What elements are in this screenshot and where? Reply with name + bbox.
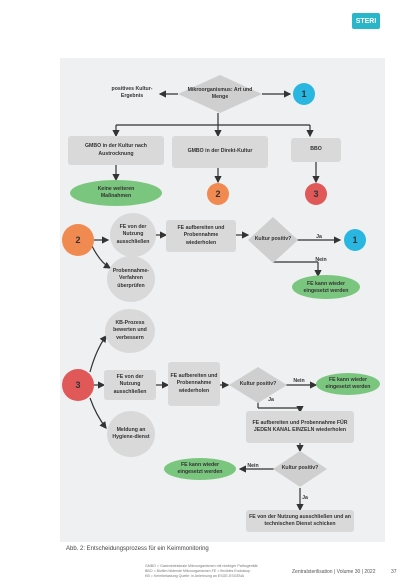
page-number: 37	[391, 569, 397, 575]
fe-remove-2: FE von der Nutzung ausschließen	[113, 374, 147, 395]
culture-positive-1: Kultur positiv?	[254, 236, 292, 243]
journal-footer: Zentralsterilisation | Volume 30 | 2022	[292, 569, 376, 575]
fe-reuse-1: FE kann wieder eingesetzt werden	[303, 280, 349, 294]
connector-1-top: 1	[301, 88, 307, 99]
figure-caption: Abb. 2: Entscheidungsprozess für ein Kei…	[66, 546, 209, 552]
report-hygiene: Meldung an Hygiene-dienst	[112, 426, 150, 440]
fe-remove-final: FE von der Nutzung ausschließen und an t…	[249, 513, 351, 527]
prepare-repeat-1: FE aufbereiten und Probennahme wiederhol…	[177, 225, 225, 246]
fe-reuse-2: FE kann wieder eingesetzt werden	[325, 376, 371, 390]
no-label-2: Nein	[293, 378, 305, 385]
prepare-repeat-2: FE aufbereiten und Probennahme wiederhol…	[170, 373, 218, 394]
connector-2-section: 2	[75, 234, 81, 245]
connector-1-return: 1	[352, 234, 358, 245]
check-sampling: Probennahme-Verfahren überprüfen	[112, 268, 150, 289]
prepare-each-channel: FE aufbereiten und Probennahme FÜR JEDEN…	[252, 419, 348, 433]
kb-process: KB-Prozess bewerten und verbessern	[113, 320, 147, 341]
connector-3-section: 3	[75, 379, 81, 390]
footnote-line-2: BBO = Biofilm bildende Mikroorganismen F…	[145, 569, 251, 573]
yes-label-3: Ja	[302, 495, 308, 502]
footnote-line-1: GMBO = Gastrointestinale Mikroorganismen…	[145, 564, 258, 568]
gmbo-dry-box: GMBO in der Kultur nach Austrocknung	[85, 143, 147, 157]
fe-reuse-3: FE kann wieder eingesetzt werden	[177, 461, 223, 475]
brand-logo: STERI	[352, 13, 380, 29]
footnote-line-3: KB = Keimbelastung Quelle: in Anlehnung …	[145, 574, 244, 578]
no-further-measures: Keine weiteren Maßnahmen	[97, 185, 135, 199]
connector-3-top: 3	[313, 188, 319, 199]
culture-positive-3: Kultur positiv?	[281, 465, 319, 472]
bbo-box: BBO	[310, 146, 322, 153]
fe-remove-1: FE von der Nutzung ausschließen	[116, 224, 150, 245]
connector-2-top: 2	[215, 188, 221, 199]
positive-result-label: positives Kultur-Ergebnis	[111, 85, 153, 99]
no-label-1: Nein	[315, 257, 327, 264]
yes-label-1: Ja	[316, 234, 322, 241]
no-label-3: Nein	[247, 463, 259, 470]
microorganisms-decision: Mikroorganismus: Art und Menge	[187, 86, 253, 100]
culture-positive-2: Kultur positiv?	[239, 381, 277, 388]
yes-label-2: Ja	[268, 397, 274, 404]
gmbo-direct-box: GMBO in der Direkt-Kultur	[187, 148, 253, 155]
